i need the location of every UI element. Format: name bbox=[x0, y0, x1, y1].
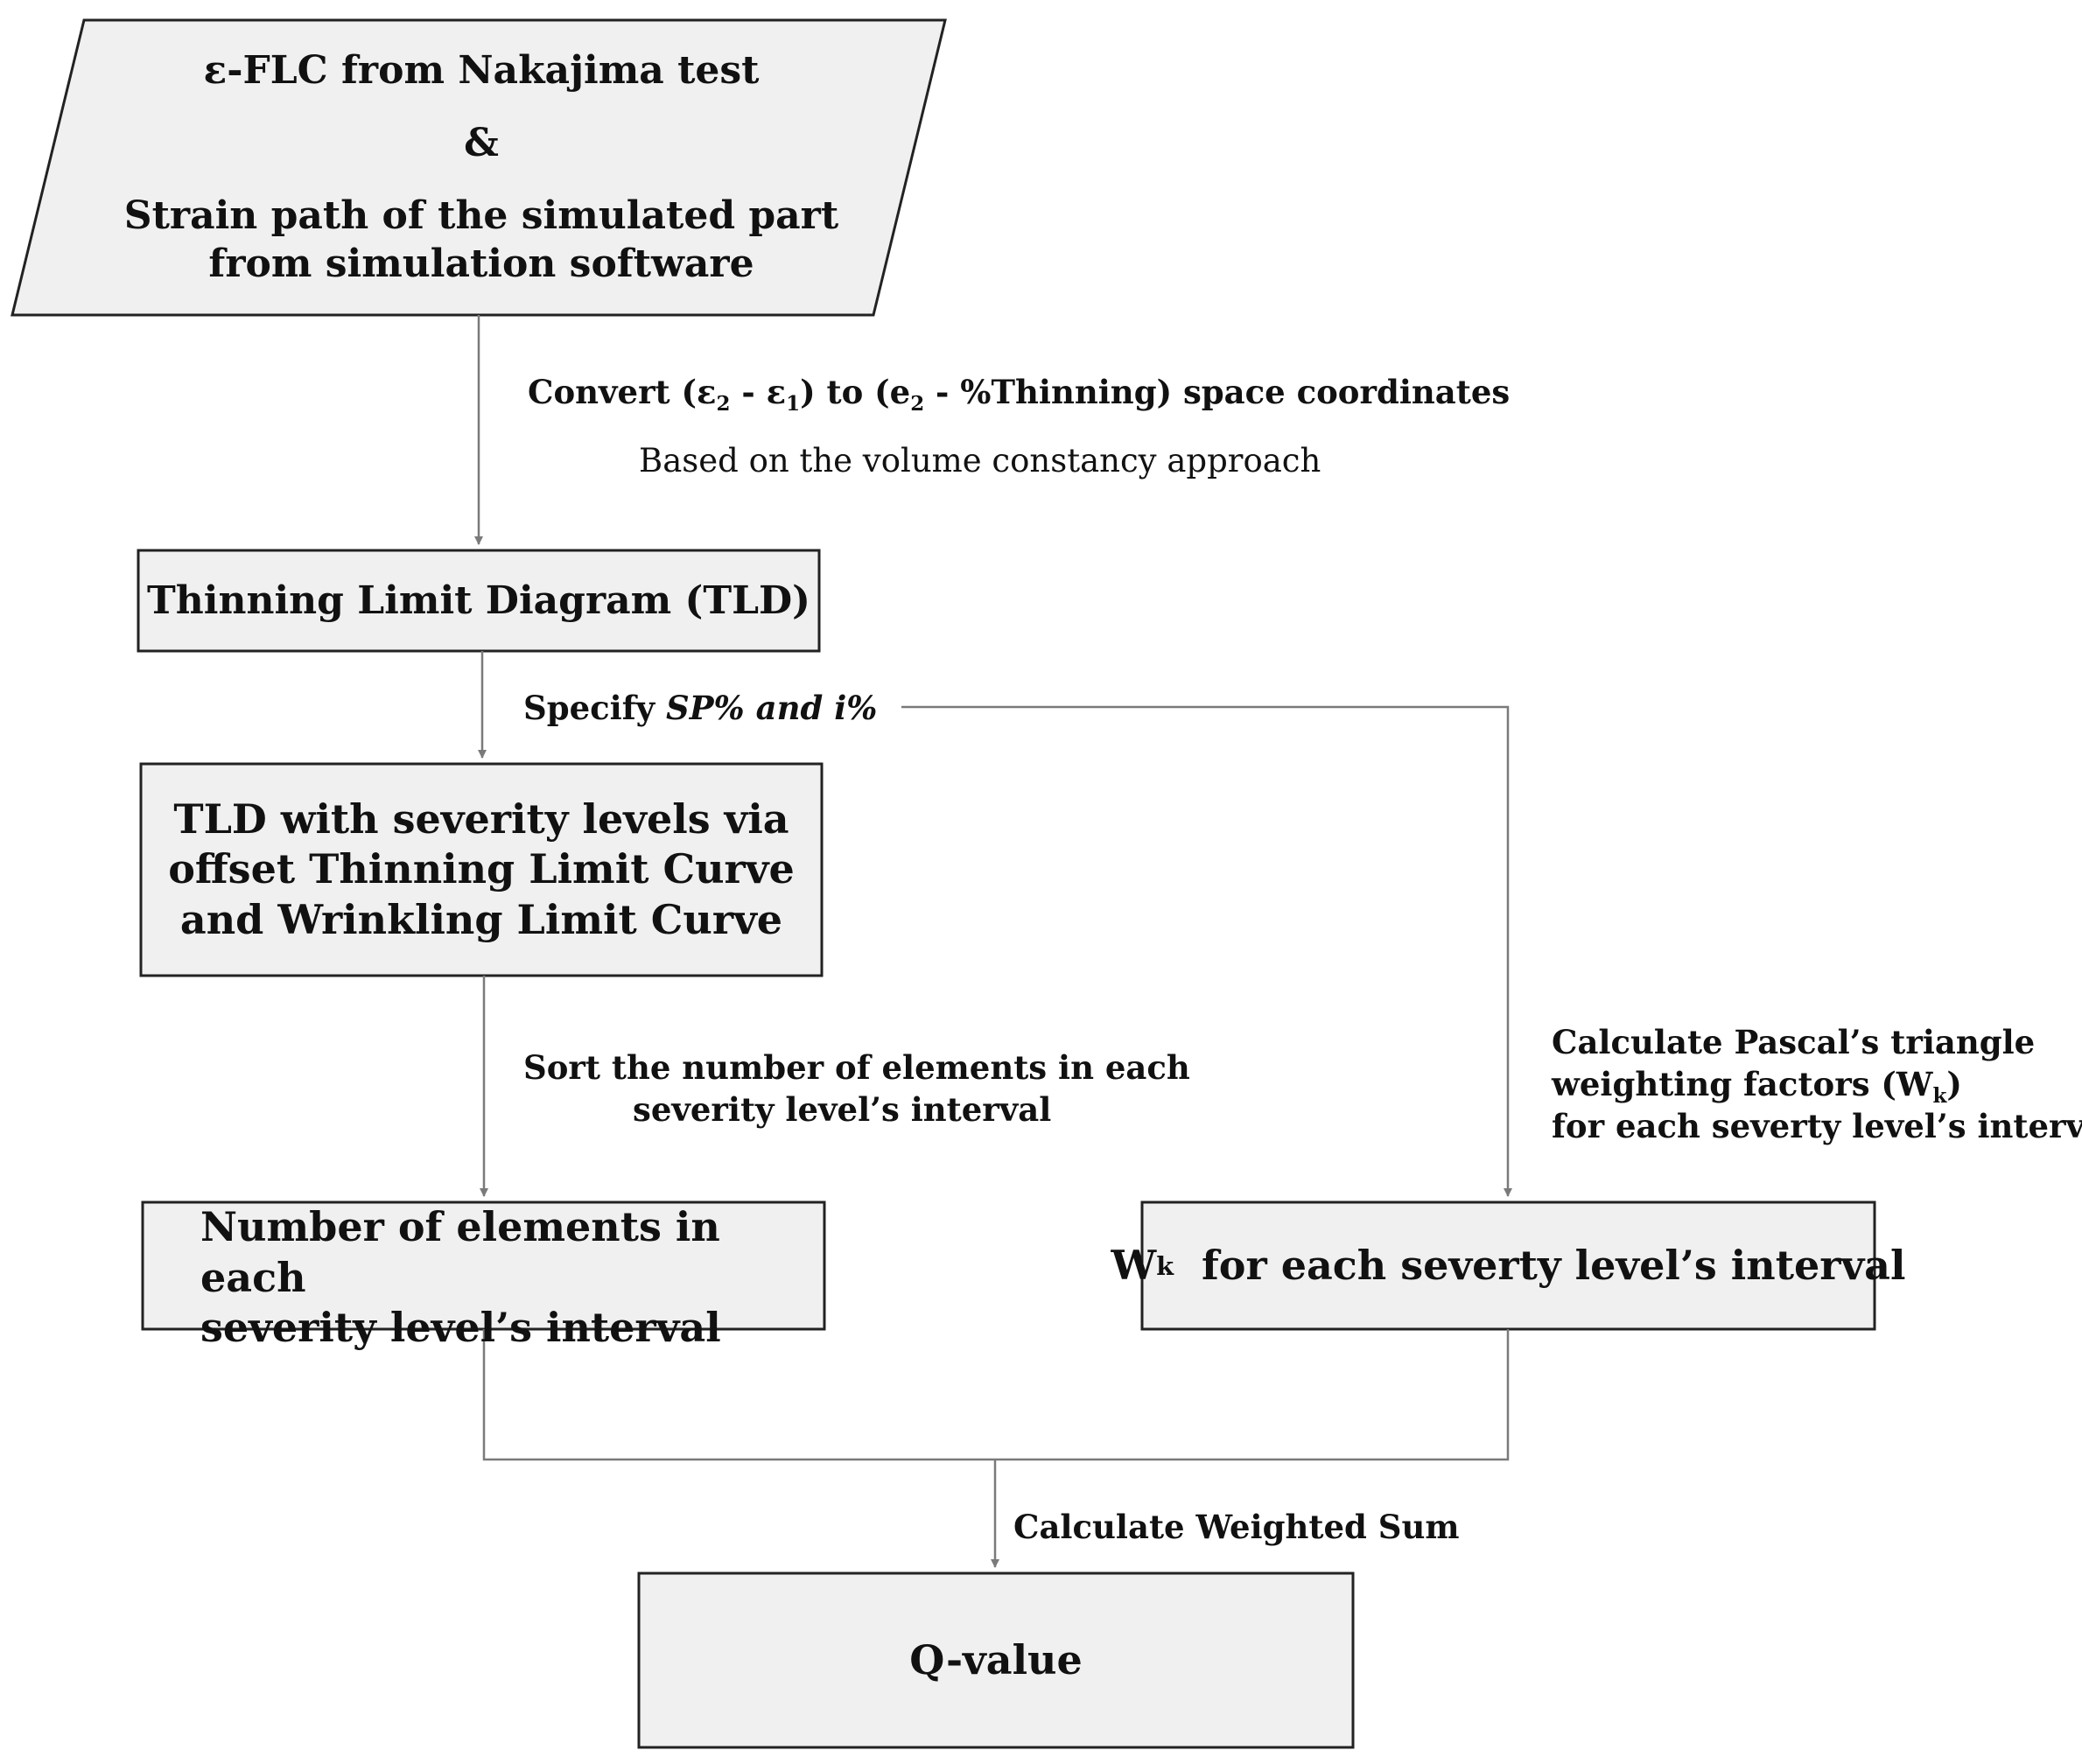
input-data-node: ε-FLC from Nakajima test & Strain path o… bbox=[96, 24, 866, 309]
tld-severity-line-2: offset Thinning Limit Curve bbox=[168, 845, 795, 893]
tld-severity-line-1: TLD with severity levels via bbox=[173, 794, 789, 843]
tld-box-frame bbox=[137, 549, 821, 653]
weights-box-frame bbox=[1140, 1200, 1876, 1331]
input-line-strain-path: Strain path of the simulated part bbox=[123, 192, 839, 238]
q-value-box: Q-value bbox=[909, 1635, 1083, 1684]
input-line-ampersand: & bbox=[464, 120, 499, 165]
tld-box: Thinning Limit Diagram (TLD) bbox=[147, 578, 810, 623]
weighted-sum-step-label: Calculate Weighted Sum bbox=[1013, 1508, 1460, 1546]
count-box-frame bbox=[141, 1200, 826, 1331]
input-parallelogram bbox=[11, 18, 947, 317]
tld-severity-box-frame bbox=[139, 762, 824, 977]
pascal-step-label: Calculate Pascal’s triangle weighting fa… bbox=[1552, 1023, 2082, 1146]
input-line-flc: ε-FLC from Nakajima test bbox=[203, 47, 760, 93]
tld-severity-line-3: and Wrinkling Limit Curve bbox=[179, 895, 783, 943]
element-count-box: Number of elements in each severity leve… bbox=[143, 1202, 824, 1351]
input-line-software: from simulation software bbox=[208, 241, 754, 286]
element-count-line-2: severity level’s interval bbox=[200, 1304, 721, 1351]
convert-step-label: Convert (ε2 - ε1) to (e2 - %Thinning) sp… bbox=[528, 373, 1511, 416]
tld-severity-box: TLD with severity levels via offset Thin… bbox=[141, 764, 822, 976]
sort-step-label: Sort the number of elements in each seve… bbox=[523, 1048, 1190, 1130]
volume-constancy-note: Based on the volume constancy approach bbox=[639, 442, 1321, 480]
arrow-specify-to-weights bbox=[901, 705, 1512, 1197]
specify-step-label: Specify SP% and i% bbox=[523, 689, 878, 727]
q-value-box-frame bbox=[637, 1572, 1355, 1749]
element-count-line-1: Number of elements in each bbox=[200, 1203, 720, 1301]
